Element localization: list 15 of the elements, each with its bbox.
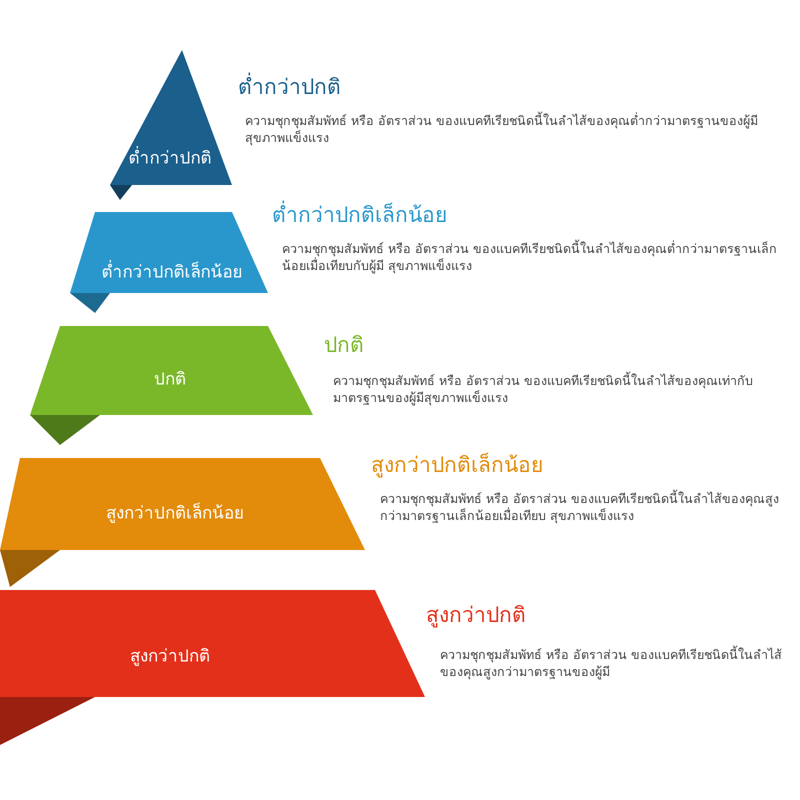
tier-label: ต่ำกว่าปกติ <box>128 144 212 170</box>
tier-heading: ปกติ <box>324 332 364 359</box>
tier-heading: สูงกว่าปกติ <box>426 602 526 630</box>
tier-heading: สูงกว่าปกติเล็กน้อย <box>371 452 543 480</box>
tier-heading: ต่ำกว่าปกติเล็กน้อย <box>272 198 447 231</box>
tier-label: ปกติ <box>154 368 186 392</box>
tier-label: สูงกว่าปกติเล็กน้อย <box>106 502 244 526</box>
tier-description: ความชุกชุมสัมพัทธ์ หรือ อัตราส่วน ของแบคทีเรียชนิดนี้ในลำไส้ของคุณสูงกว่ามาตรฐานของผู้มี <box>440 646 783 680</box>
tier-label: ต่ำกว่าปกติเล็กน้อย <box>102 258 242 284</box>
tier-description: ความชุกชุมสัมพัทธ์ หรือ อัตราส่วน ของแบคทีเรียชนิดนี้ในลำไส้ของคุณเท่ากับมาตรฐานของผู้มีสุขภาพแข็งแรง <box>333 372 754 406</box>
tier-description: ความชุกชุมสัมพัทธ์ หรือ อัตราส่วน ของแบคทีเรียชนิดนี้ในลำไส้ของคุณต่ำกว่ามาตรฐานเล็กน้อยเมื่อเทียบกับผู้มี สุขภาพแข็งแรง <box>282 240 778 274</box>
tier-description: ความชุกชุมสัมพัทธ์ หรือ อัตราส่วน ของแบคทีเรียชนิดนี้ในลำไส้ของคุณสูงกว่ามาตรฐานเล็กน้อยเมื่อเทียบ สุขภาพแข็งแรง <box>380 490 780 524</box>
tier-label: สูงกว่าปกติ <box>130 646 210 668</box>
tier-description: ความชุกชุมสัมพัทธ์ หรือ อัตราส่วน ของแบคทีเรียชนิดนี้ในลำไส้ของคุณต่ำกว่ามาตรฐานของผู้มีสุขภาพแข็งแรง <box>245 112 759 146</box>
tier-heading: ต่ำกว่าปกติ <box>238 70 341 103</box>
